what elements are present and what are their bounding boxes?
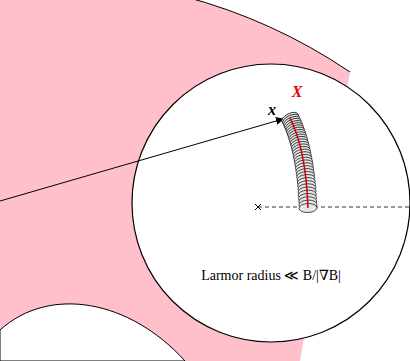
gyration-helix xyxy=(280,110,317,213)
cross-section-circle xyxy=(132,64,410,342)
guiding-center-label: X xyxy=(292,83,303,101)
guiding-center-path xyxy=(290,118,308,208)
position-arrow xyxy=(0,119,283,201)
torus-outline xyxy=(0,0,350,72)
axis-cross xyxy=(255,204,261,210)
condition-note: Larmor radius ≪ B/|∇B| xyxy=(201,267,341,284)
position-label: x xyxy=(268,101,276,119)
torus-hole xyxy=(0,304,185,361)
midplane-line xyxy=(258,207,410,208)
